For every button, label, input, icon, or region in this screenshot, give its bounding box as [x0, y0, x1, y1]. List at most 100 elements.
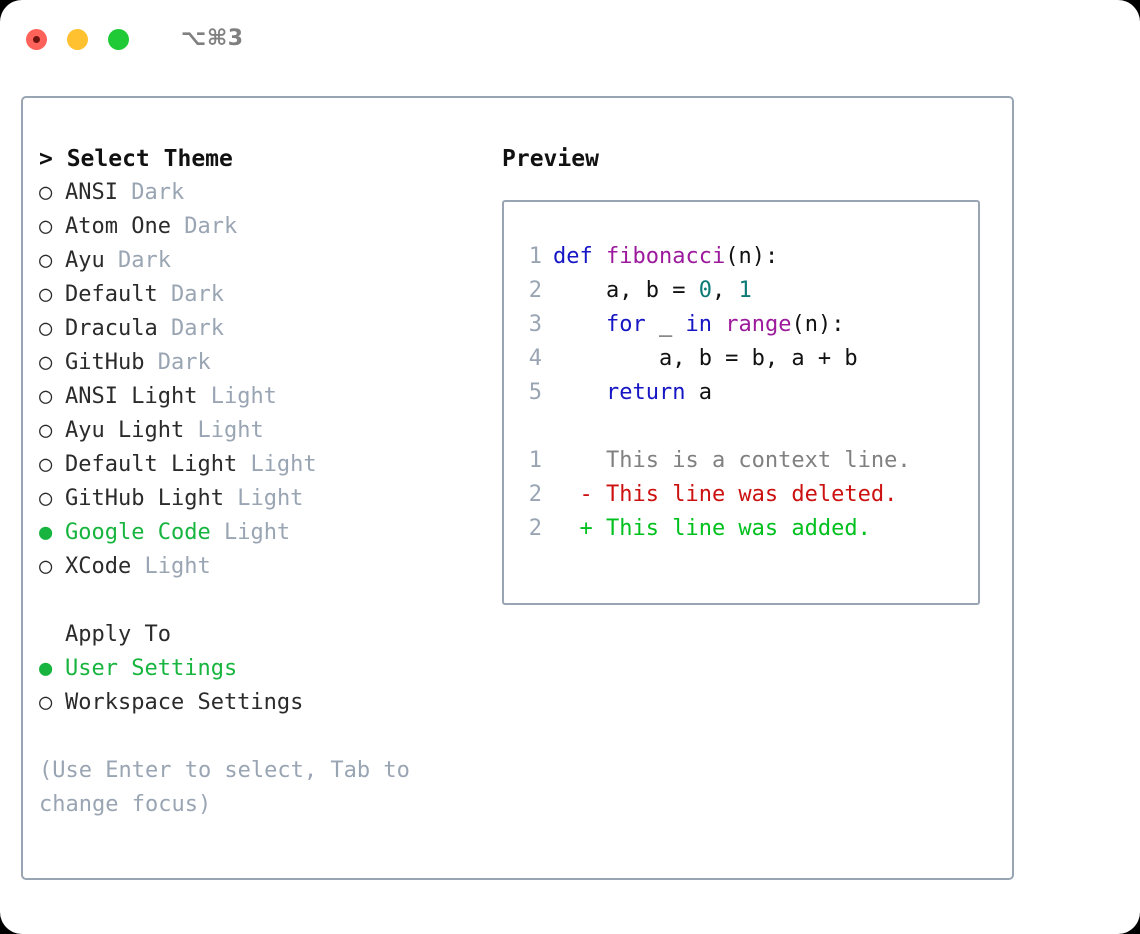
diff-text: This is a context line.	[605, 448, 911, 473]
theme-option-variant: Dark	[184, 214, 238, 239]
radio-unselected-icon: ○	[39, 214, 53, 239]
title-bar: ⌥⌘3	[0, 0, 1140, 78]
radio-unselected-icon: ○	[39, 486, 53, 511]
theme-option-label: GitHub	[65, 350, 145, 375]
theme-option-dracula[interactable]: ○ Dracula Dark	[39, 312, 499, 346]
line-number: 4	[528, 346, 542, 371]
code-token-plain	[553, 380, 606, 405]
code-token-plain: ,	[711, 278, 739, 303]
line-number: 2	[528, 516, 542, 541]
theme-option-ansi[interactable]: ○ANSI Dark	[39, 176, 499, 210]
maximize-button[interactable]	[108, 28, 129, 50]
diff-marker: -	[553, 482, 606, 507]
theme-option-label: Dracula	[65, 316, 158, 341]
code-line: 3 for _ in range(n):	[516, 308, 978, 342]
traffic-lights	[26, 28, 129, 50]
theme-option-ansi-light[interactable]: ○ANSI Light Light	[39, 380, 499, 414]
radio-unselected-icon: ○	[39, 350, 53, 375]
radio-unselected-icon: ○	[39, 316, 53, 341]
theme-option-default-light[interactable]: ○Default Light Light	[39, 448, 499, 482]
diff-text: This line was deleted.	[605, 482, 898, 507]
line-number: 5	[528, 380, 542, 405]
apply-to-option-workspace-settings[interactable]: ○Workspace Settings	[39, 686, 499, 720]
radio-unselected-icon: ○	[39, 248, 53, 273]
code-token-punct: (n):	[791, 312, 845, 337]
radio-unselected-icon: ○	[39, 554, 53, 579]
code-token-plain	[553, 312, 606, 337]
code-line: 4 a, b = b, a + b	[516, 342, 978, 376]
keyboard-shortcut-label: ⌥⌘3	[181, 26, 244, 51]
line-number: 1	[528, 448, 542, 473]
minimize-button[interactable]	[67, 28, 88, 50]
theme-option-label: Ayu	[65, 248, 105, 273]
theme-option-label: XCode	[65, 554, 132, 579]
theme-option-atom-one[interactable]: ○ Atom One Dark	[39, 210, 499, 244]
code-token-plain: _	[645, 312, 686, 337]
theme-option-label: GitHub Light	[65, 486, 224, 511]
apply-to-option-list: ●User Settings○Workspace Settings	[39, 652, 499, 720]
radio-unselected-icon: ○	[39, 384, 53, 409]
code-token-kw: for	[605, 312, 646, 337]
diff-line-ctx: 1 This is a context line.	[516, 444, 978, 478]
code-line: 1 def fibonacci(n):	[516, 240, 978, 274]
code-diff-spacer	[516, 410, 978, 444]
theme-option-variant: Light	[237, 486, 304, 511]
code-token-plain: a, b =	[553, 278, 699, 303]
panel-columns: > Select Theme ○ANSI Dark○Atom One Dark○…	[23, 98, 1012, 878]
line-number: 2	[528, 482, 542, 507]
radio-unselected-icon: ○	[39, 452, 53, 477]
diff-line-add: 2 + This line was added.	[516, 512, 978, 546]
theme-option-variant: Light	[223, 520, 291, 545]
theme-option-label: ANSI Light	[65, 384, 198, 409]
theme-selector-column: > Select Theme ○ANSI Dark○Atom One Dark○…	[39, 142, 499, 822]
theme-option-label: Atom One	[65, 214, 171, 239]
theme-option-xcode[interactable]: ○ XCode Light	[39, 550, 499, 584]
theme-option-variant: Dark	[170, 316, 224, 341]
theme-option-ayu[interactable]: ○Ayu Dark	[39, 244, 499, 278]
theme-option-ayu-light[interactable]: ○ Ayu Light Light	[39, 414, 499, 448]
diff-line-del: 2 - This line was deleted.	[516, 478, 978, 512]
code-token-fn: fibonacci	[605, 244, 726, 269]
radio-selected-icon: ●	[39, 520, 53, 545]
section-spacer	[39, 584, 499, 618]
code-token-kw: def	[553, 244, 606, 269]
theme-option-variant: Light	[144, 554, 211, 579]
apply-to-option-user-settings[interactable]: ●User Settings	[39, 652, 499, 686]
code-token-punct: (n):	[725, 244, 779, 269]
code-token-plain: a, b = b, a + b	[553, 346, 858, 371]
theme-option-list: ○ANSI Dark○Atom One Dark○Ayu Dark○Defaul…	[39, 176, 499, 584]
diff-marker: +	[553, 516, 606, 541]
theme-option-label: Default	[65, 282, 158, 307]
apply-to-option-label: User Settings	[65, 656, 238, 681]
select-theme-heading: > Select Theme	[39, 146, 233, 172]
theme-option-github-light[interactable]: ○ GitHub Light Light	[39, 482, 499, 516]
theme-option-variant: Light	[197, 418, 264, 443]
theme-option-variant: Light	[250, 452, 317, 477]
theme-option-variant: Dark	[131, 180, 185, 205]
apply-to-option-label: Workspace Settings	[65, 690, 304, 715]
diff-text: This line was added.	[605, 516, 871, 541]
theme-option-default[interactable]: ○Default Dark	[39, 278, 499, 312]
footer-hint-text: (Use Enter to select, Tab to change focu…	[39, 758, 410, 817]
preview-heading: Preview	[502, 146, 599, 172]
code-token-fn: range	[725, 312, 792, 337]
line-number: 2	[528, 278, 542, 303]
theme-option-label: Ayu Light	[65, 418, 185, 443]
line-number: 1	[528, 244, 542, 269]
code-token-num: 0	[698, 278, 712, 303]
diff-sample: 1 This is a context line.2 - This line w…	[516, 444, 978, 546]
theme-option-variant: Dark	[157, 350, 211, 375]
line-number: 3	[528, 312, 542, 337]
main-panel: > Select Theme ○ANSI Dark○Atom One Dark○…	[21, 96, 1014, 880]
code-token-num: 1	[738, 278, 752, 303]
theme-option-github[interactable]: ○ GitHub Dark	[39, 346, 499, 380]
close-button[interactable]	[26, 28, 47, 50]
apply-to-heading: Apply To	[65, 622, 171, 647]
radio-unselected-icon: ○	[39, 282, 53, 307]
radio-unselected-icon: ○	[39, 418, 53, 443]
theme-option-google-code[interactable]: ●Google Code Light	[39, 516, 499, 550]
